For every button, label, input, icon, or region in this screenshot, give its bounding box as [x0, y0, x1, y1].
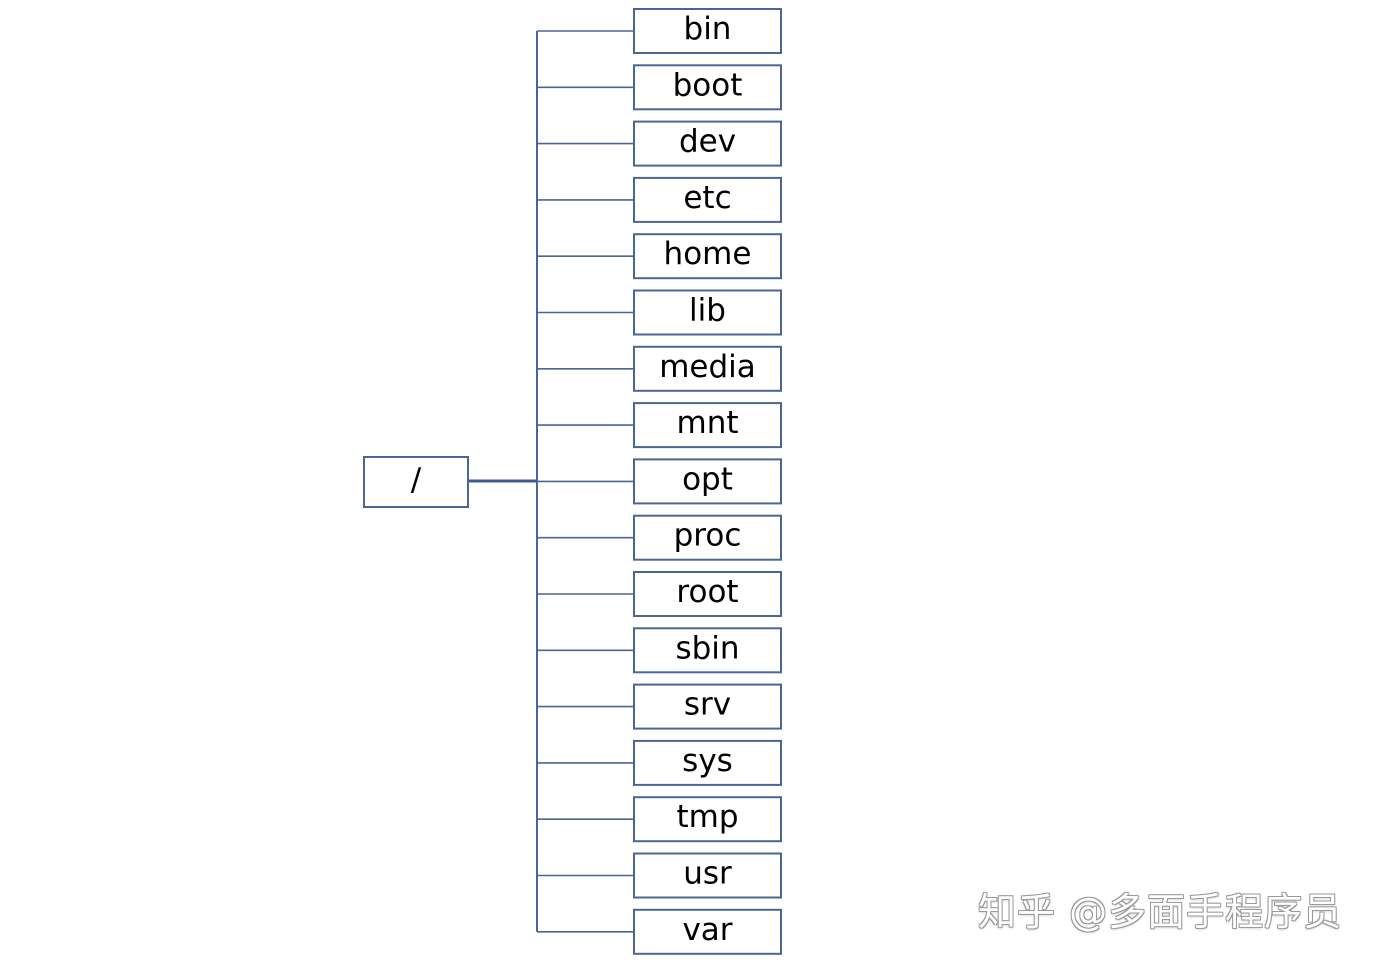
- child-node-label: dev: [679, 124, 736, 160]
- child-nodes: bin boot dev etc home lib media mnt opt proc root s…: [633, 8, 782, 955]
- child-node-label: lib: [689, 293, 726, 329]
- root-node-box: [363, 456, 469, 508]
- child-node-home: home: [633, 233, 782, 280]
- child-node-label: root: [676, 574, 738, 610]
- child-node-box: [633, 289, 782, 336]
- child-node-box: [633, 345, 782, 392]
- child-node-etc: etc: [633, 176, 782, 223]
- child-node-box: [633, 233, 782, 280]
- child-node-label: home: [664, 236, 752, 272]
- child-node-box: [633, 514, 782, 561]
- child-node-label: proc: [674, 518, 742, 554]
- child-node-box: [633, 458, 782, 505]
- child-node-box: [633, 402, 782, 449]
- child-node-dev: dev: [633, 120, 782, 167]
- child-node-sys: sys: [633, 739, 782, 786]
- child-node-label: bin: [684, 11, 732, 47]
- child-node-box: [633, 64, 782, 111]
- child-node-box: [633, 120, 782, 167]
- child-node-label: sys: [682, 743, 733, 779]
- child-node-media: media: [633, 345, 782, 392]
- child-node-label: sbin: [675, 630, 739, 666]
- child-node-proc: proc: [633, 514, 782, 561]
- watermark: 知乎 @多面手程序员: [978, 890, 1343, 934]
- child-node-box: [633, 852, 782, 899]
- child-node-label: srv: [684, 687, 731, 723]
- child-node-srv: srv: [633, 683, 782, 730]
- child-node-label: mnt: [677, 405, 739, 441]
- child-node-label: media: [659, 349, 756, 385]
- child-node-usr: usr: [633, 852, 782, 899]
- child-node-label: etc: [683, 180, 731, 216]
- child-node-lib: lib: [633, 289, 782, 336]
- child-node-box: [633, 8, 782, 54]
- child-node-box: [633, 683, 782, 730]
- root-node-label: /: [411, 462, 422, 498]
- child-node-box: [633, 739, 782, 786]
- child-node-opt: opt: [633, 458, 782, 505]
- child-node-bin: bin: [633, 8, 782, 54]
- child-node-root: root: [633, 571, 782, 617]
- child-node-var: var: [633, 908, 782, 955]
- child-node-tmp: tmp: [633, 796, 782, 843]
- child-node-label: boot: [673, 67, 743, 103]
- child-node-label: usr: [683, 856, 732, 892]
- child-node-box: [633, 627, 782, 674]
- child-node-box: [633, 176, 782, 223]
- child-node-label: var: [682, 912, 732, 948]
- child-node-mnt: mnt: [633, 402, 782, 449]
- child-node-label: tmp: [676, 799, 738, 835]
- child-node-box: [633, 796, 782, 843]
- child-node-label: opt: [682, 461, 733, 497]
- connectors: [468, 30, 634, 933]
- child-node-box: [633, 908, 782, 955]
- child-node-boot: boot: [633, 64, 782, 111]
- child-node-sbin: sbin: [633, 627, 782, 674]
- root-node: /: [363, 456, 469, 508]
- child-node-box: [633, 571, 782, 617]
